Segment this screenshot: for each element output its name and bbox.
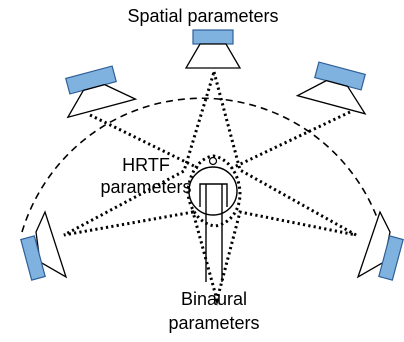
- binaural-label-line1: Binaural: [181, 289, 247, 309]
- speaker-arc: [21, 97, 383, 233]
- speaker-left-side: [20, 210, 68, 281]
- speaker-left-upper-cone: [66, 83, 138, 119]
- spatial-parameters-label: Spatial parameters: [127, 6, 278, 26]
- hrtf-label-line1: HRTF: [122, 155, 170, 175]
- speaker-left-side-body: [20, 235, 46, 281]
- speaker-left-upper: [65, 65, 138, 119]
- binaural-label-line2: parameters: [168, 313, 259, 333]
- speaker-right-upper-cone: [295, 79, 367, 115]
- nose-circle: [208, 156, 218, 166]
- hrtf-label-line2: parameters: [100, 177, 191, 197]
- speaker-right-upper: [295, 61, 367, 115]
- hrtf-star-lines: [63, 66, 357, 306]
- speaker-top-cone: [184, 43, 242, 69]
- speaker-top: [184, 29, 242, 69]
- binaural-channel: [199, 183, 228, 207]
- speaker-top-body: [192, 29, 234, 45]
- speaker-right-side-body: [378, 235, 404, 281]
- speaker-right-side: [356, 210, 404, 281]
- head-circle: [188, 166, 238, 216]
